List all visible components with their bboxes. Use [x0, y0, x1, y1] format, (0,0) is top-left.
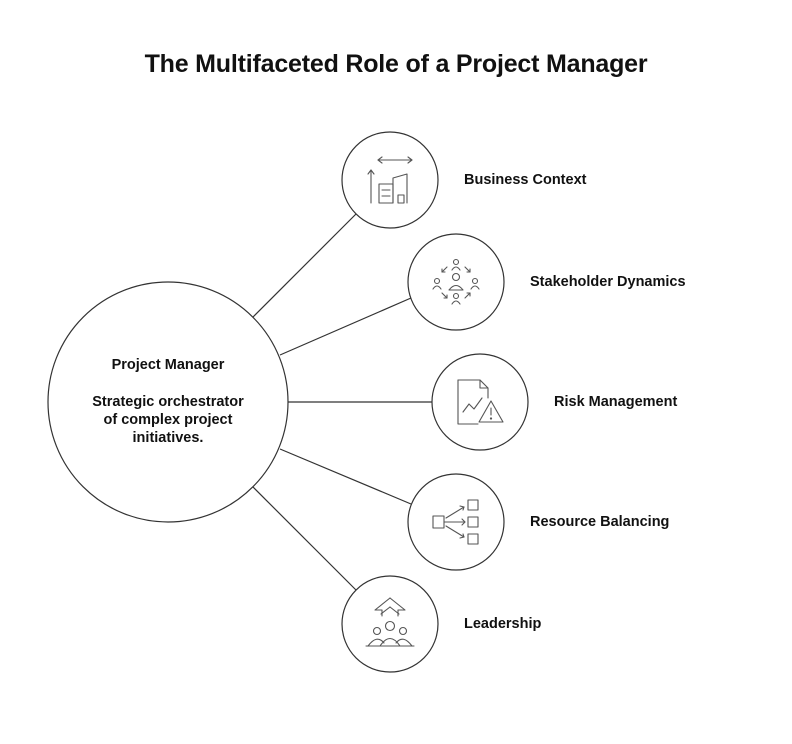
connector-leadership — [252, 486, 357, 591]
business-context-icon — [367, 156, 413, 204]
connector-business-context — [252, 213, 357, 318]
node-circle-stakeholder-dynamics — [407, 233, 505, 331]
label-resource-balancing: Resource Balancing — [530, 514, 670, 530]
label-risk-management: Risk Management — [554, 394, 678, 410]
center-node: Project Manager Strategic orchestrator o… — [48, 282, 288, 522]
node-circle-business-context — [341, 131, 439, 229]
node-circle-resource-balancing — [407, 473, 505, 571]
node-circle-risk-management — [431, 353, 529, 451]
label-stakeholder-dynamics: Stakeholder Dynamics — [530, 274, 686, 290]
center-circle — [47, 281, 289, 523]
center-description: Strategic orchestrator of complex projec… — [92, 394, 244, 446]
label-leadership: Leadership — [464, 616, 542, 632]
diagram-title: The Multifaceted Role of a Project Manag… — [144, 50, 648, 78]
node-circle-leadership — [341, 575, 439, 673]
resource-balancing-icon — [432, 499, 479, 545]
leadership-icon — [365, 597, 415, 647]
center-title: Project Manager — [111, 357, 225, 373]
connector-resource-balancing — [279, 448, 412, 505]
risk-management-icon — [457, 379, 504, 425]
label-business-context: Business Context — [464, 172, 587, 188]
stakeholder-dynamics-icon — [432, 258, 480, 305]
connector-stakeholder-dynamics — [279, 297, 412, 356]
